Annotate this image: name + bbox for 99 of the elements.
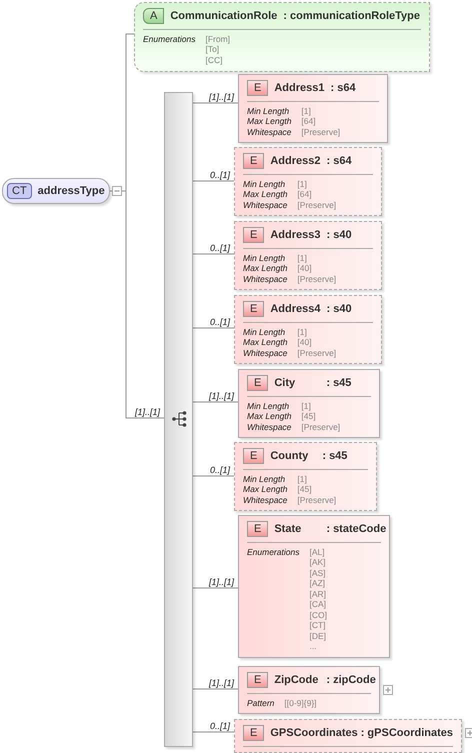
type-name: : s64 xyxy=(326,154,352,169)
badge: E xyxy=(247,375,268,392)
facet-value: [From] [To] [CC] xyxy=(205,34,230,65)
badge: E xyxy=(247,521,268,538)
element-box xyxy=(234,442,377,511)
facet-value: [Preserve] xyxy=(297,494,336,505)
badge: E xyxy=(243,227,264,244)
cardinality-label: 0..[1] xyxy=(208,721,231,731)
element-name: addressType xyxy=(38,184,105,199)
type-name: : s64 xyxy=(330,81,356,96)
facet-label: Whitespace xyxy=(243,274,288,284)
element-box xyxy=(238,369,380,438)
element-name: ZipCode xyxy=(274,673,320,688)
element-name: County xyxy=(270,449,310,464)
badge: CT xyxy=(7,183,32,199)
element-name: State xyxy=(274,522,302,537)
facet-label: Max Length xyxy=(243,484,288,494)
type-name: : stateCode xyxy=(326,522,386,537)
facet-value: [1] xyxy=(297,178,308,189)
facet-value: [40] xyxy=(297,263,313,274)
element-name: City xyxy=(274,376,296,391)
sequence-bar xyxy=(164,92,193,747)
element-name: Address1 xyxy=(274,81,324,96)
facet-value: [Preserve] xyxy=(297,200,336,210)
attribute-box xyxy=(134,2,430,72)
element-name: Address4 xyxy=(270,302,320,317)
facet-label: Max Length xyxy=(243,337,288,348)
type-name: : s40 xyxy=(326,302,352,317)
cardinality-label: 0..[1] xyxy=(208,317,231,327)
element-name: Address2 xyxy=(270,154,320,169)
facet-label: Pattern xyxy=(247,698,274,708)
cardinality-label: [1]..[1] xyxy=(208,92,235,102)
facet-label: Min Length xyxy=(243,326,286,337)
facet-label: Whitespace xyxy=(247,126,292,137)
facet-value: [Preserve] xyxy=(297,348,336,358)
facet-value: [64] xyxy=(297,189,313,200)
element-box xyxy=(238,666,380,714)
facet-label: Whitespace xyxy=(247,422,292,432)
facet-label: Max Length xyxy=(243,189,288,200)
facet-label: Max Length xyxy=(247,116,292,126)
element-name: CommunicationRole xyxy=(170,9,278,24)
facet-label: Whitespace xyxy=(243,348,288,358)
facet-value: [1] xyxy=(297,252,308,263)
facet-value: [Preserve] xyxy=(301,126,340,137)
element-name: GPSCoordinates xyxy=(270,726,355,741)
type-name: : zipCode xyxy=(326,673,376,688)
facet-value: [Preserve] xyxy=(301,422,340,432)
badge: E xyxy=(243,153,264,170)
connector-line xyxy=(192,102,238,104)
type-name: : communicationRoleType xyxy=(283,9,420,24)
facet-label: Min Length xyxy=(243,474,286,484)
facet-label: Min Length xyxy=(247,400,290,411)
facet-value: [1] xyxy=(297,326,308,337)
facet-value: [[0-9]{9}] xyxy=(284,698,317,708)
cardinality-label: 0..[1] xyxy=(208,243,231,253)
complex-type-node xyxy=(2,178,110,204)
badge: E xyxy=(243,448,264,464)
element-box xyxy=(238,515,390,658)
type-name: : s45 xyxy=(326,376,352,391)
facet-label: Min Length xyxy=(243,252,286,263)
facet-value: [1] xyxy=(297,474,308,484)
facet-value: [45] xyxy=(297,484,313,494)
cardinality-label: 0..[1] xyxy=(208,465,231,475)
badge: E xyxy=(243,725,264,742)
facet-value: [64] xyxy=(301,116,317,126)
element-box xyxy=(238,74,388,143)
facet-value: [1] xyxy=(301,400,312,411)
badge: E xyxy=(247,672,268,688)
facet-label: Whitespace xyxy=(243,494,288,505)
type-name: : s45 xyxy=(322,449,348,464)
facet-value: [40] xyxy=(297,337,313,348)
cardinality-label: [1]..[1] xyxy=(208,678,235,688)
facet-label: Min Length xyxy=(243,178,286,189)
element-box xyxy=(234,221,382,290)
cardinality-label: [1]..[1] xyxy=(134,407,161,417)
facet-label: Max Length xyxy=(247,411,292,422)
facet-label: Min Length xyxy=(247,106,290,116)
connector-line xyxy=(192,180,234,182)
element-name: Address3 xyxy=(270,228,320,243)
facet-label: Max Length xyxy=(243,263,288,274)
facet-value: [AL] [AK] [AS] [AZ] [AR] [CA] [CO] [CT] [DE] ... xyxy=(309,546,327,652)
cardinality-label: [1]..[1] xyxy=(208,577,235,587)
element-box xyxy=(234,295,382,364)
facet-label: Whitespace xyxy=(243,200,288,210)
facet-label: Enumerations xyxy=(247,546,300,558)
facet-label: Enumerations xyxy=(143,34,196,46)
badge: E xyxy=(243,301,264,318)
element-box xyxy=(234,147,382,216)
type-name: : gPSCoordinates xyxy=(360,726,453,741)
badge: E xyxy=(247,80,268,96)
facet-value: [1] xyxy=(301,106,312,116)
type-name: : s40 xyxy=(326,228,352,243)
element-box xyxy=(234,719,462,752)
facet-value: [45] xyxy=(301,411,317,422)
cardinality-label: [1]..[1] xyxy=(208,391,235,401)
cardinality-label: 0..[1] xyxy=(208,170,231,180)
facet-value: [Preserve] xyxy=(297,274,336,284)
connector-line xyxy=(192,688,238,690)
badge: A xyxy=(143,8,164,24)
